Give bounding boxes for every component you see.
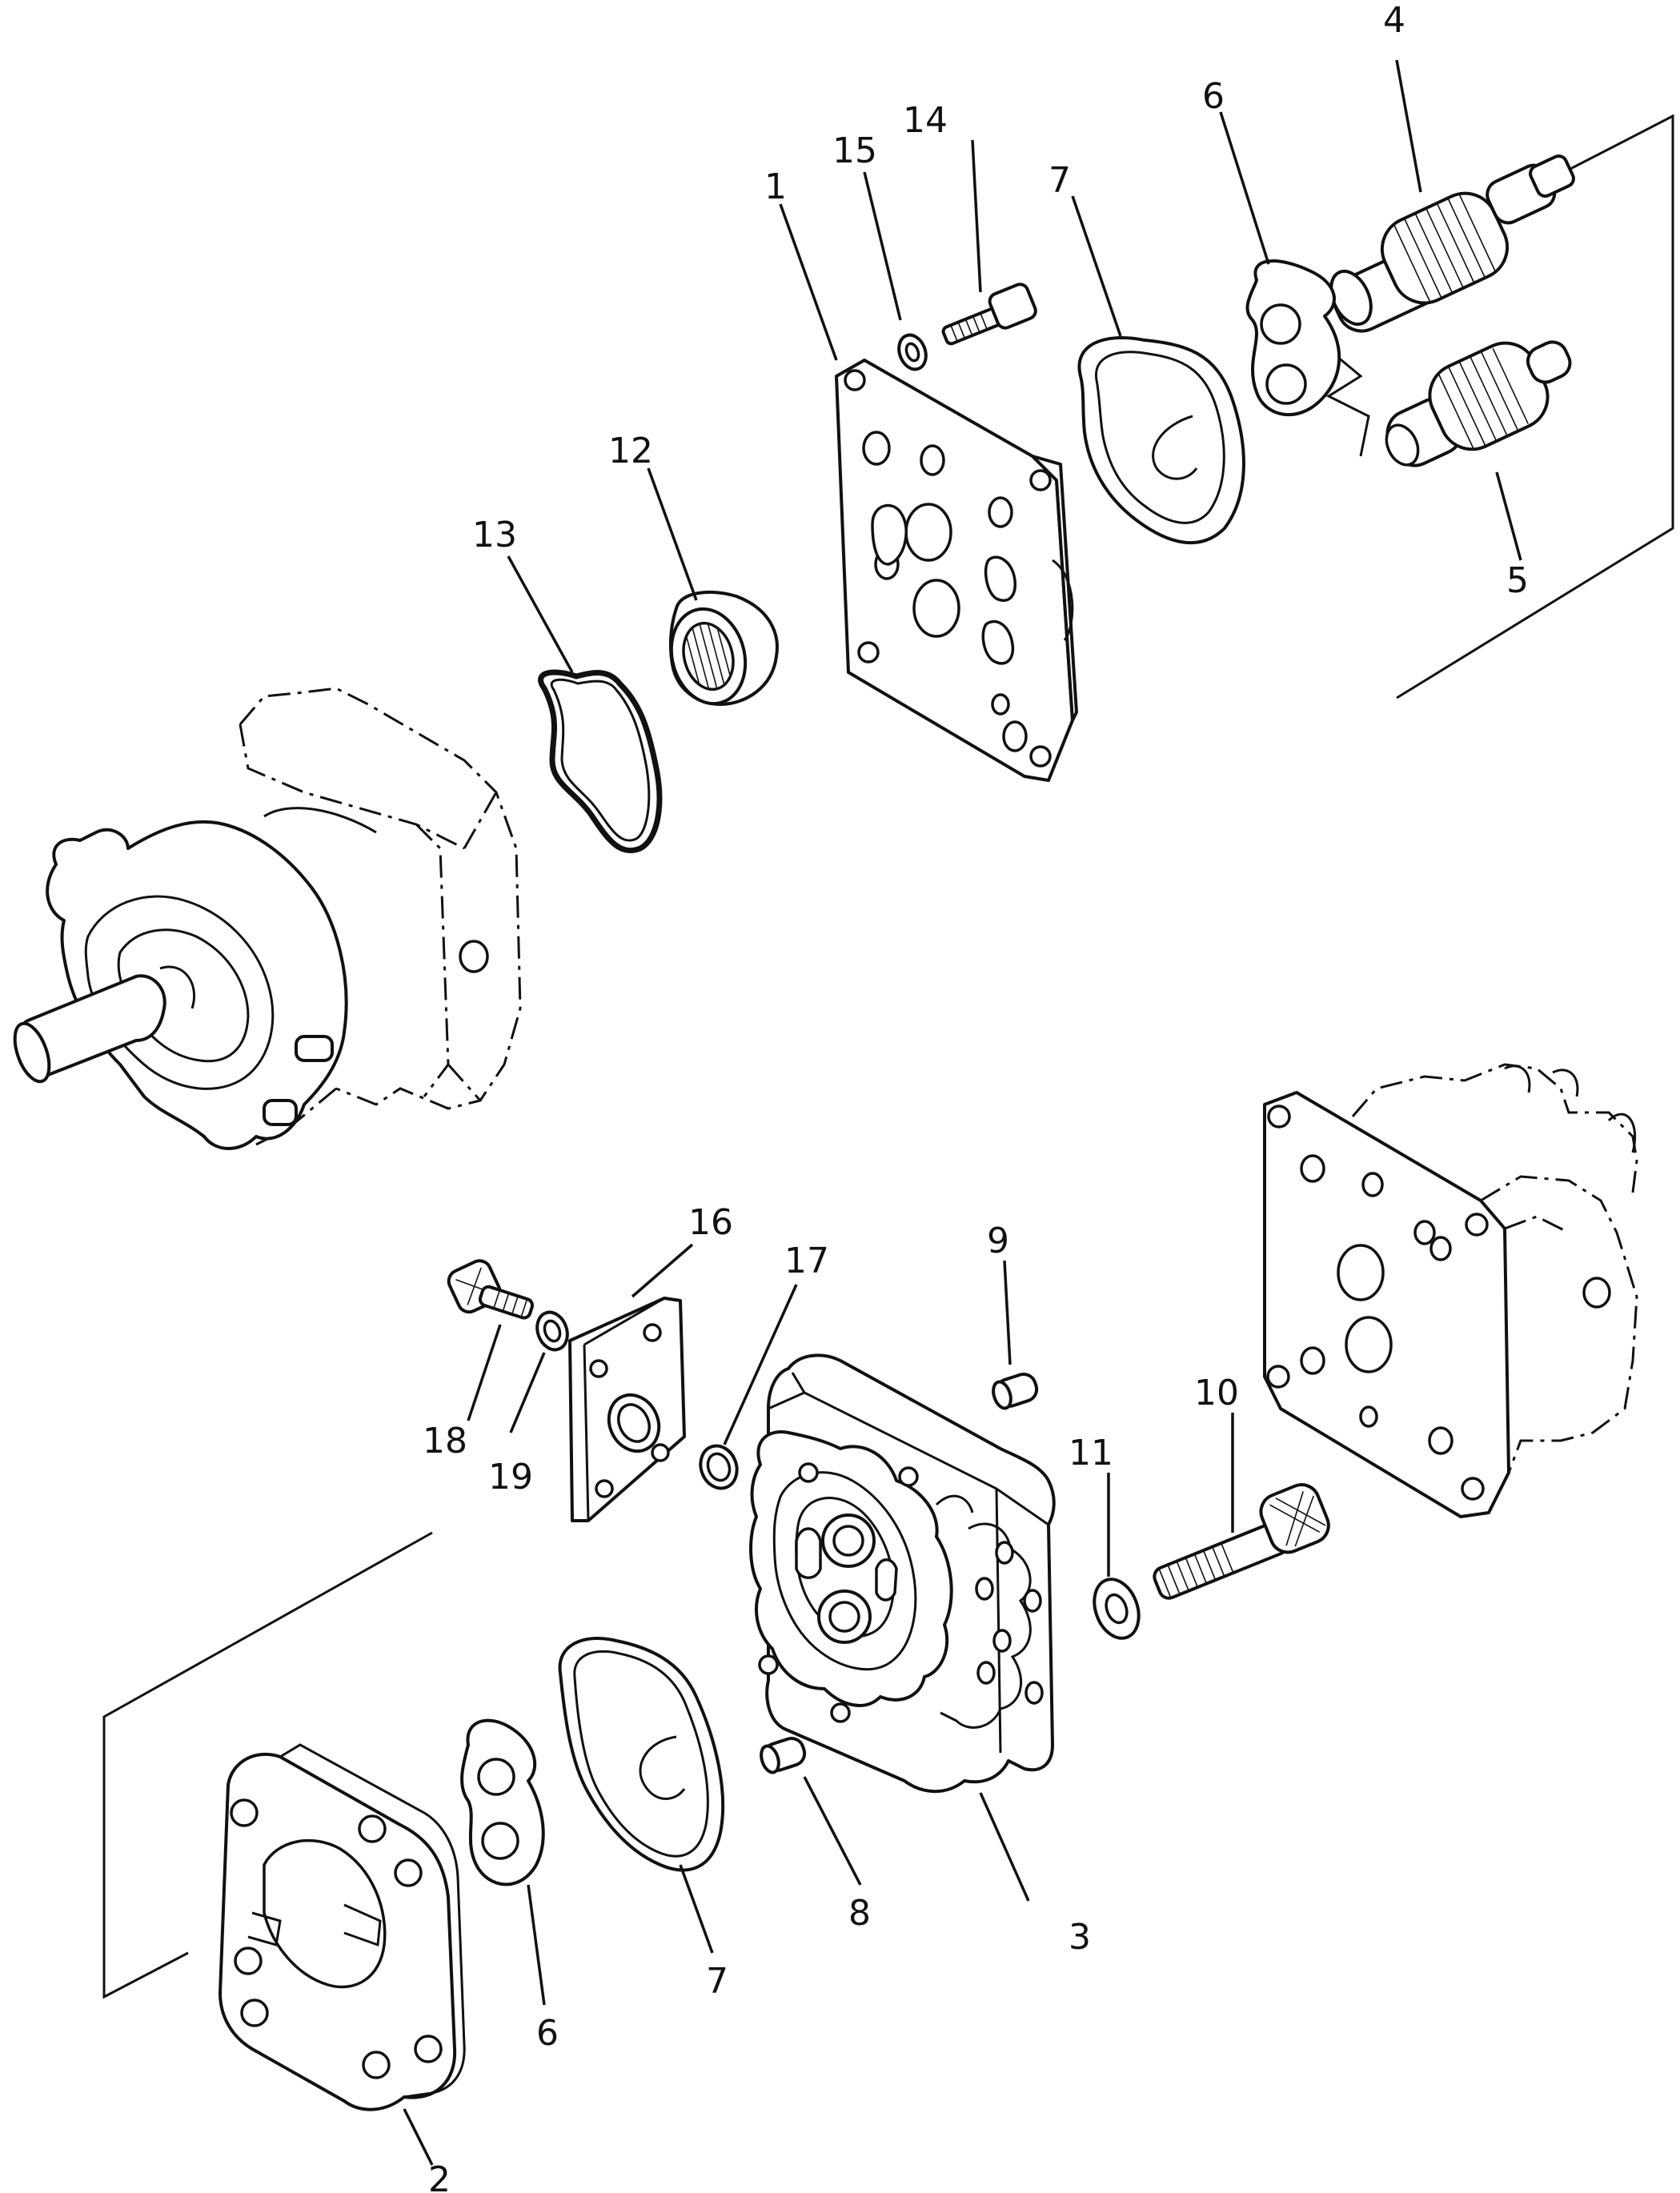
part-18-bolt[interactable] <box>445 1257 535 1320</box>
part-12-bearing[interactable] <box>661 591 779 712</box>
callout-15: 15 <box>832 130 877 171</box>
part-4-5-link-line <box>1325 355 1370 457</box>
part-6-bushing-bottom[interactable] <box>460 1718 545 1886</box>
callout-1: 1 <box>764 166 787 207</box>
callout-19: 19 <box>488 1457 533 1497</box>
part-16-cover-plate[interactable] <box>568 1297 686 1522</box>
top-right-bracket <box>1396 114 1674 700</box>
callout-3: 3 <box>1069 1917 1091 1958</box>
callout-10: 10 <box>1194 1373 1239 1413</box>
part-14-bolt[interactable] <box>941 282 1038 346</box>
part-7-seal-top[interactable] <box>1077 336 1245 545</box>
leader-lines <box>403 59 1522 2166</box>
part-6-bushing-top[interactable] <box>1245 259 1341 416</box>
part-10-bolt[interactable] <box>1152 1479 1334 1601</box>
upper-pump-body <box>13 687 522 1150</box>
part-1-plate[interactable] <box>835 359 1078 782</box>
callout-4: 4 <box>1383 0 1405 41</box>
callout-labels: 4 5 6 7 14 15 1 12 13 16 17 9 10 11 18 1… <box>423 0 1529 2193</box>
part-17-o-ring[interactable] <box>695 1441 743 1493</box>
callout-13: 13 <box>472 515 517 555</box>
callout-7-top: 7 <box>1048 160 1071 201</box>
part-11-washer[interactable] <box>1087 1573 1147 1644</box>
callout-8: 8 <box>848 1893 871 1934</box>
callout-11: 11 <box>1069 1433 1113 1473</box>
callout-6-bottom: 6 <box>536 2013 559 2054</box>
part-3-pump-body[interactable] <box>749 1353 1056 1794</box>
part-2-flange[interactable] <box>219 1743 466 2111</box>
part-5-driven-gear[interactable] <box>1380 333 1574 473</box>
part-15-washer[interactable] <box>894 331 930 373</box>
part-4-drive-gear[interactable] <box>1323 154 1576 339</box>
callout-5: 5 <box>1506 560 1529 601</box>
callout-14: 14 <box>903 100 948 141</box>
callout-12: 12 <box>608 431 653 471</box>
part-19-washer[interactable] <box>532 1308 572 1353</box>
callout-17: 17 <box>784 1241 829 1281</box>
callout-6-top: 6 <box>1202 76 1225 117</box>
callout-16: 16 <box>688 1202 733 1243</box>
callout-2: 2 <box>428 2159 451 2193</box>
bottom-left-bracket <box>102 1531 433 1999</box>
part-13-o-ring[interactable] <box>538 669 663 854</box>
callout-9: 9 <box>987 1221 1009 1261</box>
lower-pump-body <box>1263 1063 1638 1518</box>
callout-7-bottom: 7 <box>706 1961 728 2002</box>
callout-18: 18 <box>423 1421 467 1461</box>
part-7-seal-bottom[interactable] <box>558 1636 725 1872</box>
part-8-dowel-pin[interactable] <box>758 1735 808 1774</box>
part-9-dowel-pin[interactable] <box>990 1371 1040 1410</box>
